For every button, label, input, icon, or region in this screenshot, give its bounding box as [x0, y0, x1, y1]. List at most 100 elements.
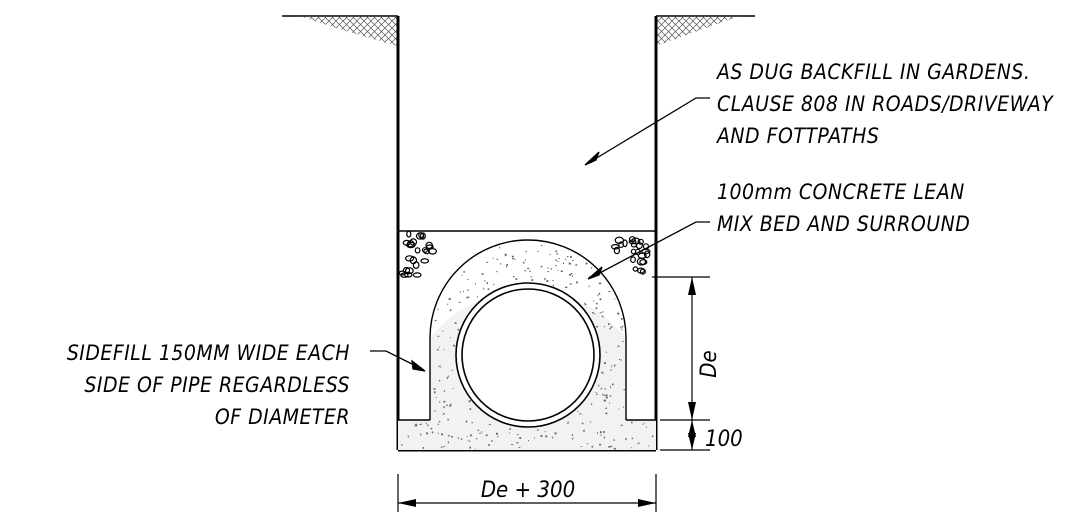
gravel-pebble	[630, 248, 637, 255]
gravel-pebble	[637, 252, 647, 259]
concrete-speckle	[549, 254, 551, 256]
concrete-speckle	[447, 441, 449, 444]
concrete-speckle	[555, 264, 557, 267]
note-backfill-line-2: CLAUSE 808 IN ROADS/DRIVEWAY	[717, 92, 1054, 116]
concrete-speckle	[605, 396, 608, 399]
concrete-speckle	[469, 446, 471, 449]
concrete-speckle	[487, 288, 490, 290]
concrete-speckle	[486, 261, 489, 263]
concrete-speckle	[523, 261, 525, 264]
dimension-pipe-height	[652, 276, 710, 451]
concrete-speckle	[594, 313, 596, 315]
concrete-speckle	[631, 421, 633, 424]
concrete-speckle	[463, 290, 464, 293]
concrete-leader	[593, 221, 710, 277]
gravel-pebble	[618, 241, 624, 249]
concrete-speckle	[608, 290, 611, 292]
gravel-pebble	[406, 230, 412, 238]
gravel-pebble	[628, 236, 636, 243]
concrete-speckle	[504, 253, 507, 255]
concrete-speckle	[488, 424, 491, 426]
concrete-speckle	[439, 365, 441, 366]
concrete-speckle	[558, 258, 560, 259]
concrete-speckle	[540, 245, 543, 247]
concrete-speckle	[454, 322, 457, 324]
concrete-speckle	[443, 446, 445, 448]
concrete-speckle	[540, 265, 543, 268]
concrete-speckle	[605, 407, 607, 409]
note-sidefill-line-1: SIDEFILL 150MM WIDE EACH	[67, 341, 350, 365]
concrete-speckle	[609, 402, 611, 404]
concrete-speckle	[434, 391, 436, 394]
concrete-speckle	[588, 285, 590, 288]
concrete-speckle	[579, 413, 582, 415]
concrete-speckle	[447, 376, 449, 378]
gravel-pebble	[613, 246, 621, 255]
concrete-speckle	[605, 412, 608, 415]
concrete-speckle	[614, 298, 616, 300]
concrete-speckle	[440, 446, 443, 448]
concrete-speckle	[598, 292, 600, 295]
concrete-speckle	[470, 434, 472, 437]
concrete-speckle	[580, 446, 583, 447]
gravel-pebble	[404, 271, 413, 278]
concrete-speckle	[569, 274, 571, 276]
concrete-speckle	[622, 325, 624, 328]
concrete-speckle	[514, 258, 516, 261]
concrete-speckle	[610, 326, 613, 328]
concrete-speckle	[496, 271, 498, 273]
gravel-pebble	[630, 256, 636, 264]
leader-lines	[370, 97, 710, 372]
concrete-speckle	[599, 443, 602, 446]
note-backfill-line-1: AS DUG BACKFILL IN GARDENS.	[716, 60, 1030, 84]
note-backfill: AS DUG BACKFILL IN GARDENS. CLAUSE 808 I…	[716, 60, 1054, 148]
concrete-speckle	[443, 349, 445, 350]
concrete-speckle	[450, 403, 452, 406]
gravel-pebble	[423, 248, 431, 255]
concrete-speckle	[448, 298, 451, 300]
concrete-speckle	[414, 425, 417, 427]
concrete-speckle	[497, 435, 499, 438]
concrete-speckle	[516, 442, 519, 444]
concrete-speckle	[467, 289, 469, 291]
concrete-speckle	[602, 393, 604, 396]
concrete-speckle	[537, 251, 539, 252]
concrete-speckle	[611, 365, 612, 368]
concrete-speckle	[596, 302, 598, 305]
concrete-speckle	[466, 296, 468, 299]
sidefill-leader	[370, 350, 421, 369]
concrete-speckle	[458, 301, 461, 303]
concrete-speckle	[617, 345, 620, 347]
concrete-speckle	[603, 399, 606, 402]
concrete-speckle	[434, 320, 437, 322]
concrete-speckle	[479, 432, 482, 434]
concrete-speckle	[515, 278, 518, 280]
concrete-speckle	[442, 330, 444, 332]
concrete-speckle	[591, 267, 593, 269]
concrete-speckle	[613, 447, 616, 450]
concrete-speckle	[609, 395, 612, 397]
concrete-speckle	[609, 369, 612, 371]
concrete-speckle	[465, 420, 468, 423]
concrete-speckle	[531, 279, 534, 281]
concrete-speckle	[552, 280, 554, 282]
concrete-speckle	[592, 312, 594, 314]
concrete-speckle	[449, 404, 452, 407]
concrete-speckle	[601, 315, 604, 318]
concrete-speckle	[610, 445, 613, 447]
note-concrete-line-1: 100mm CONCRETE LEAN	[717, 180, 965, 204]
concrete-speckle	[555, 250, 557, 253]
concrete-speckle	[484, 280, 486, 282]
gravel-pebble	[425, 244, 434, 250]
concrete-speckle	[603, 436, 605, 439]
concrete-speckle	[518, 447, 521, 448]
concrete-speckle	[486, 282, 488, 284]
concrete-speckle	[590, 403, 593, 405]
concrete-speckle	[496, 432, 498, 435]
concrete-speckle	[603, 362, 606, 364]
concrete-speckle	[447, 435, 450, 437]
concrete-speckle	[604, 400, 606, 402]
concrete-speckle	[586, 443, 589, 445]
concrete-speckle	[644, 422, 646, 424]
